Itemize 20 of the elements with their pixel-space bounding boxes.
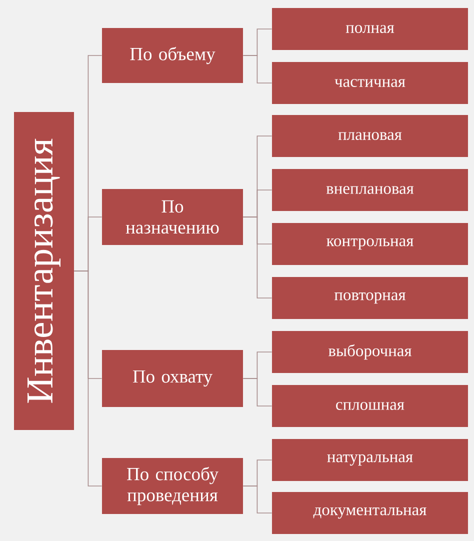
type-box: частичная — [272, 62, 468, 104]
category-box: По охвату — [102, 350, 243, 407]
connector-line — [242, 378, 272, 406]
type-box: сплошная — [272, 385, 468, 427]
type-box: выборочная — [272, 331, 468, 373]
category-box: По способу проведения — [102, 458, 243, 514]
type-box: плановая — [272, 115, 468, 157]
category-box: По назначению — [102, 189, 243, 245]
type-box: натуральная — [272, 439, 468, 481]
root-box: Инвентаризация — [14, 112, 74, 430]
connector-line — [242, 55, 272, 84]
type-box: внеплановая — [272, 169, 468, 211]
category-box: По объему — [102, 28, 243, 83]
type-box: контрольная — [272, 223, 468, 265]
type-box: полная — [272, 8, 468, 50]
type-box: документальная — [272, 492, 468, 534]
connector-line — [74, 270, 102, 486]
connector-line — [242, 216, 272, 298]
connector-line — [242, 486, 272, 514]
type-box: повторная — [272, 277, 468, 319]
